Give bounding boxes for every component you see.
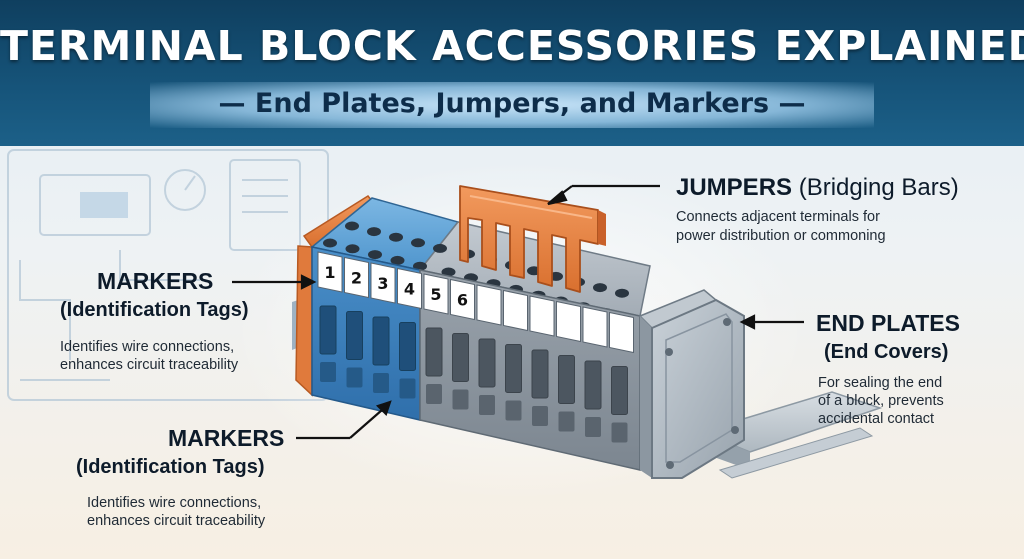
screw-hole: [345, 221, 359, 231]
wire-slot-lower: [399, 378, 416, 399]
wire-slot-lower: [346, 367, 363, 388]
end-plates-desc-line2: of a block, prevents: [818, 393, 944, 409]
marker-tag: [423, 273, 449, 315]
marker-number: 5: [430, 285, 441, 304]
page-title: TERMINAL BLOCK ACCESSORIES EXPLAINED: [0, 22, 1024, 70]
markers-bottom-title: MARKERS: [168, 425, 285, 451]
jumpers-desc-line2: power distribution or commoning: [676, 228, 886, 244]
wire-slot-lower: [373, 373, 389, 393]
screw-hole: [413, 261, 427, 271]
wire-slot: [372, 316, 390, 366]
marker-number: 2: [351, 269, 362, 288]
screw-hole: [390, 255, 405, 265]
callout-arrows: [232, 184, 804, 440]
screw-hole: [615, 288, 629, 298]
screw-hole: [593, 283, 607, 293]
page-subtitle: — End Plates, Jumpers, and Markers —: [218, 88, 806, 119]
wire-slot-lower: [320, 362, 336, 382]
wire-slot-lower: [479, 395, 495, 415]
wire-slot: [319, 305, 337, 355]
marker-tag: [344, 256, 369, 299]
screw-hole: [323, 238, 337, 248]
wire-slot-lower: [611, 422, 628, 443]
wire-slot: [399, 322, 416, 371]
wire-slot: [584, 360, 602, 410]
marker-tag: [370, 262, 396, 304]
right-end-plate: [638, 289, 745, 479]
markers-bottom-desc-line2: enhances circuit traceability: [87, 513, 266, 529]
end-plates-desc-line3: accidental contact: [818, 411, 935, 427]
screw-hole: [367, 227, 381, 237]
wire-slot: [346, 311, 363, 360]
wire-slot: [611, 366, 628, 415]
wire-slot: [425, 327, 443, 377]
header-banner: TERMINAL BLOCK ACCESSORIES EXPLAINED — E…: [0, 0, 1024, 146]
marker-tag: [397, 267, 422, 310]
marker-tag: [529, 295, 555, 337]
jumpers-desc-line1: Connects adjacent terminals for: [676, 209, 880, 225]
marker-number: 6: [457, 291, 468, 310]
wire-slot-lower: [585, 417, 601, 437]
screw-hole: [345, 244, 360, 254]
wire-slot-lower: [558, 411, 575, 432]
jumpers-title: JUMPERS (Bridging Bars): [676, 174, 959, 202]
marker-tag: [582, 306, 608, 348]
background-panel-sketch: [7, 149, 329, 401]
screw-hole: [389, 232, 403, 242]
wire-slot: [452, 333, 469, 382]
wire-slot-lower: [532, 406, 548, 426]
screw-hole: [441, 267, 456, 277]
marker-tag: [503, 289, 528, 332]
marker-number: 3: [377, 274, 388, 293]
screw-hole: [368, 250, 382, 260]
wire-entry-slots: [319, 305, 628, 443]
markers-bottom-subtitle: (Identification Tags): [76, 456, 265, 478]
end-plates-title: END PLATES: [816, 310, 960, 336]
marker-number: 4: [404, 280, 415, 299]
wire-slot: [505, 344, 522, 393]
marker-tag: [450, 278, 475, 321]
marker-tag: [476, 284, 502, 326]
wire-slot: [478, 338, 496, 388]
end-plates-desc-line1: For sealing the end: [818, 375, 943, 391]
wire-slot: [558, 355, 575, 404]
wire-slot-lower: [505, 400, 522, 421]
marker-tag: [609, 311, 634, 354]
marker-tag: [317, 251, 343, 293]
marker-number: 1: [324, 263, 335, 282]
jumpers-title-bold: JUMPERS: [676, 174, 793, 201]
jumpers-title-rest: (Bridging Bars): [798, 174, 959, 201]
screw-hole: [433, 243, 447, 253]
wire-slot: [531, 349, 549, 399]
wire-slot-lower: [452, 389, 469, 410]
markers-top-desc-line1: Identifies wire connections,: [60, 339, 235, 355]
subtitle-glow: [150, 82, 874, 128]
screw-hole: [411, 238, 425, 248]
markers-bottom-desc-line1: Identifies wire connections,: [87, 495, 262, 511]
markers-top-title: MARKERS: [97, 268, 214, 294]
wire-slot-lower: [426, 384, 442, 404]
marker-tag: [556, 300, 581, 343]
markers-top-subtitle: (Identification Tags): [60, 299, 249, 321]
end-plates-subtitle: (End Covers): [824, 341, 949, 363]
markers-top-desc-line2: enhances circuit traceability: [60, 357, 239, 373]
jumper-bridging-bar: [459, 185, 606, 293]
